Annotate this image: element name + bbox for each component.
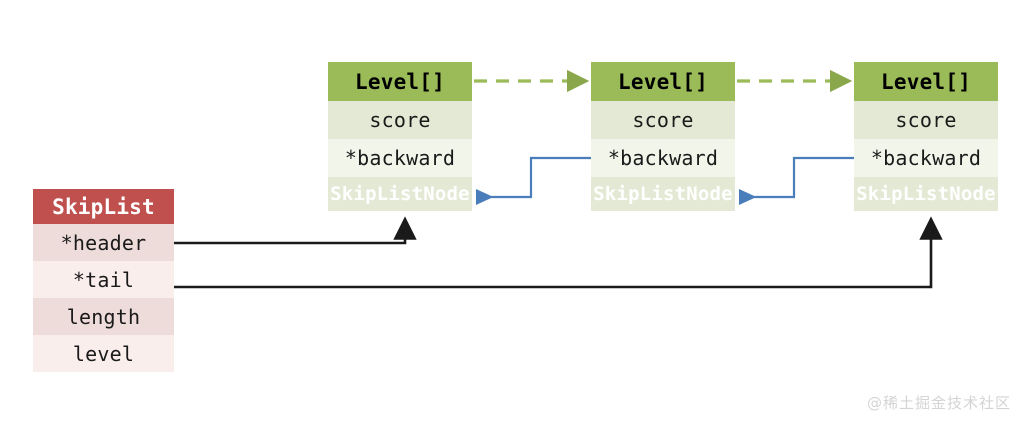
skiplist-struct[interactable]: SkipList *header *tail length level [33,189,174,372]
node-2-score-field[interactable]: score [591,101,735,139]
backward-arrow-2-to-1 [475,156,591,206]
tail-pointer-arrow [174,216,943,289]
node-3-backward-field[interactable]: *backward [854,139,998,177]
header-pointer-arrow [174,216,417,245]
node-1-level-field[interactable]: Level[] [328,62,472,101]
node-2-level-field[interactable]: Level[] [591,62,735,101]
skiplist-field-header[interactable]: *header [33,224,174,261]
node-1-backward-field[interactable]: *backward [328,139,472,177]
node-3-typename: SkipListNode [854,177,998,211]
backward-arrow-3-to-2 [738,156,854,206]
skiplist-title: SkipList [33,189,174,224]
skiplist-field-length[interactable]: length [33,298,174,335]
node-2-backward-field[interactable]: *backward [591,139,735,177]
watermark: @稀土掘金技术社区 [866,394,1011,412]
skiplistnode-3[interactable]: Level[] score *backward SkipListNode [854,62,998,211]
skiplistnode-2[interactable]: Level[] score *backward SkipListNode [591,62,735,211]
node-3-level-field[interactable]: Level[] [854,62,998,101]
skiplistnode-1[interactable]: Level[] score *backward SkipListNode [328,62,472,211]
node-3-score-field[interactable]: score [854,101,998,139]
node-2-typename: SkipListNode [591,177,735,211]
skiplist-field-level[interactable]: level [33,335,174,372]
node-1-score-field[interactable]: score [328,101,472,139]
skiplist-field-tail[interactable]: *tail [33,261,174,298]
node-1-typename: SkipListNode [328,177,472,211]
